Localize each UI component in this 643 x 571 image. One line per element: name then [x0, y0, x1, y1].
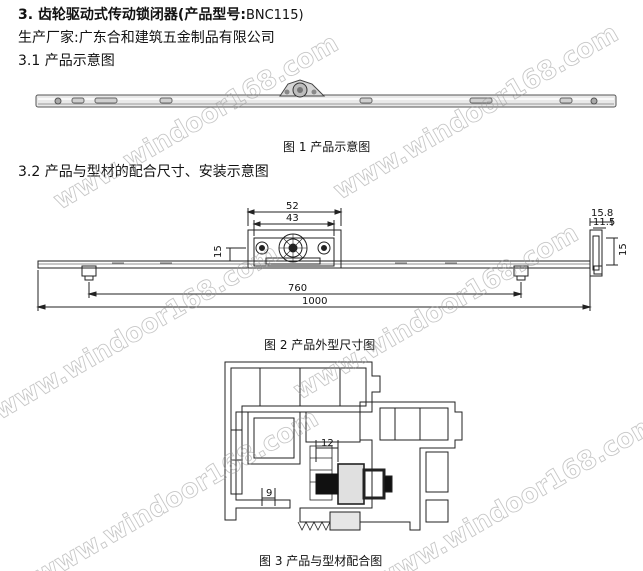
dim-15-8: 15.8 [591, 208, 613, 219]
figure-1-product-illustration [35, 79, 617, 108]
dim-52: 52 [286, 201, 299, 212]
subsection-3-1: 3.1 产品示意图 [18, 53, 115, 69]
watermark-text-4: www.windoor168.com [289, 218, 584, 406]
watermark-text-5: www.windoor168.com [29, 403, 324, 571]
figure-3-caption: 图 3 产品与型材配合图 [259, 554, 383, 568]
dim-43: 43 [286, 213, 299, 224]
dim-12: 12 [321, 438, 334, 449]
dim-15-side: 15 [618, 243, 629, 256]
heading-number: 3. [18, 7, 34, 23]
watermark-text-2: www.windoor168.com [329, 18, 624, 206]
heading-model: BNC115) [245, 8, 304, 23]
figure-1-caption: 图 1 产品示意图 [283, 140, 371, 154]
section-heading: 3. 齿轮驱动式传动锁闭器(产品型号:BNC115) [18, 4, 304, 24]
figure-3-profile-drawing [224, 361, 463, 531]
figure-3-dimension-labels: 12 9 [266, 438, 334, 499]
watermark-text-1: www.windoor168.com [49, 28, 344, 216]
dim-11-5: 11.5 [593, 217, 615, 228]
watermark-text-3: www.windoor168.com [0, 238, 284, 426]
dim-15-left: 15 [213, 245, 224, 258]
manufacturer-line: 生产厂家:广东合和建筑五金制品有限公司 [18, 30, 275, 46]
dim-1000: 1000 [302, 296, 327, 307]
figure-2-dimension-labels: 52 43 15 760 1000 15.8 11.5 15 [213, 201, 629, 307]
figure-2-caption: 图 2 产品外型尺寸图 [264, 338, 376, 352]
watermark-text-6: www.windoor168.com [369, 408, 643, 571]
dim-9: 9 [266, 488, 272, 499]
heading-title: 齿轮驱动式传动锁闭器(产品型号: [37, 7, 246, 23]
figure-2-dimension-drawing [36, 208, 618, 311]
dim-760: 760 [288, 283, 307, 294]
subsection-3-2: 3.2 产品与型材的配合尺寸、安装示意图 [18, 164, 269, 180]
